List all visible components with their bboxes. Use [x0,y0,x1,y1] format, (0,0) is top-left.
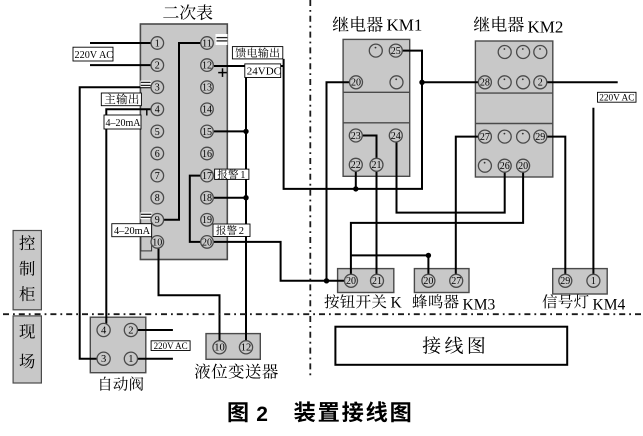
svg-text:2: 2 [256,403,268,426]
svg-text:15: 15 [202,127,212,138]
svg-text:2: 2 [538,78,543,89]
svg-text:220V AC: 220V AC [75,50,114,61]
svg-text:13: 13 [202,83,212,94]
svg-text:22: 22 [351,160,361,171]
svg-text:KM2: KM2 [528,17,564,36]
svg-text:29: 29 [535,132,545,143]
svg-text:4–20mA: 4–20mA [114,226,151,237]
svg-text:KM4: KM4 [593,297,626,314]
svg-text:20: 20 [518,161,528,172]
svg-text:27: 27 [451,276,461,287]
svg-text:4: 4 [155,105,160,116]
svg-text:20: 20 [202,237,212,248]
svg-text:220V AC: 220V AC [154,341,188,351]
svg-text:18: 18 [202,193,212,204]
svg-text:23: 23 [351,131,361,142]
svg-text:17: 17 [202,171,212,182]
svg-text:11: 11 [202,38,212,49]
svg-text:4: 4 [101,325,107,336]
svg-text:20: 20 [351,78,361,89]
svg-text:1: 1 [128,354,133,365]
svg-text:24VDC: 24VDC [247,66,281,78]
svg-text:28: 28 [480,78,490,89]
svg-text:6: 6 [155,149,160,160]
svg-text:12: 12 [202,61,212,72]
svg-text:2: 2 [128,325,133,336]
svg-text:25: 25 [391,46,401,57]
svg-text:12: 12 [241,343,252,354]
svg-text:1: 1 [591,276,596,287]
svg-text:7: 7 [155,171,160,182]
svg-text:4–20mA: 4–20mA [106,118,142,129]
svg-text:KM1: KM1 [387,16,423,35]
svg-text:KM3: KM3 [463,297,496,314]
svg-text:20: 20 [423,276,433,287]
svg-text:19: 19 [202,215,212,226]
svg-text:10: 10 [152,237,162,248]
svg-text:5: 5 [155,127,160,138]
svg-text:21: 21 [372,160,382,171]
svg-text:8: 8 [155,193,160,204]
svg-text:27: 27 [480,132,490,143]
svg-text:9: 9 [155,215,160,226]
svg-text:26: 26 [500,161,510,172]
svg-text:2: 2 [239,226,244,237]
svg-text:3: 3 [155,83,160,94]
svg-text:3: 3 [101,354,106,365]
svg-text:20: 20 [346,276,356,287]
svg-text:14: 14 [202,105,212,116]
svg-text:1: 1 [240,170,245,181]
svg-text:21: 21 [372,276,382,287]
svg-text:1: 1 [155,38,160,49]
svg-text:10: 10 [214,343,225,354]
svg-text:24: 24 [391,131,401,142]
svg-text:220V AC: 220V AC [599,93,634,103]
svg-text:16: 16 [202,149,212,160]
svg-text:2: 2 [155,61,160,72]
svg-text:29: 29 [560,276,570,287]
svg-text:K: K [391,294,403,311]
